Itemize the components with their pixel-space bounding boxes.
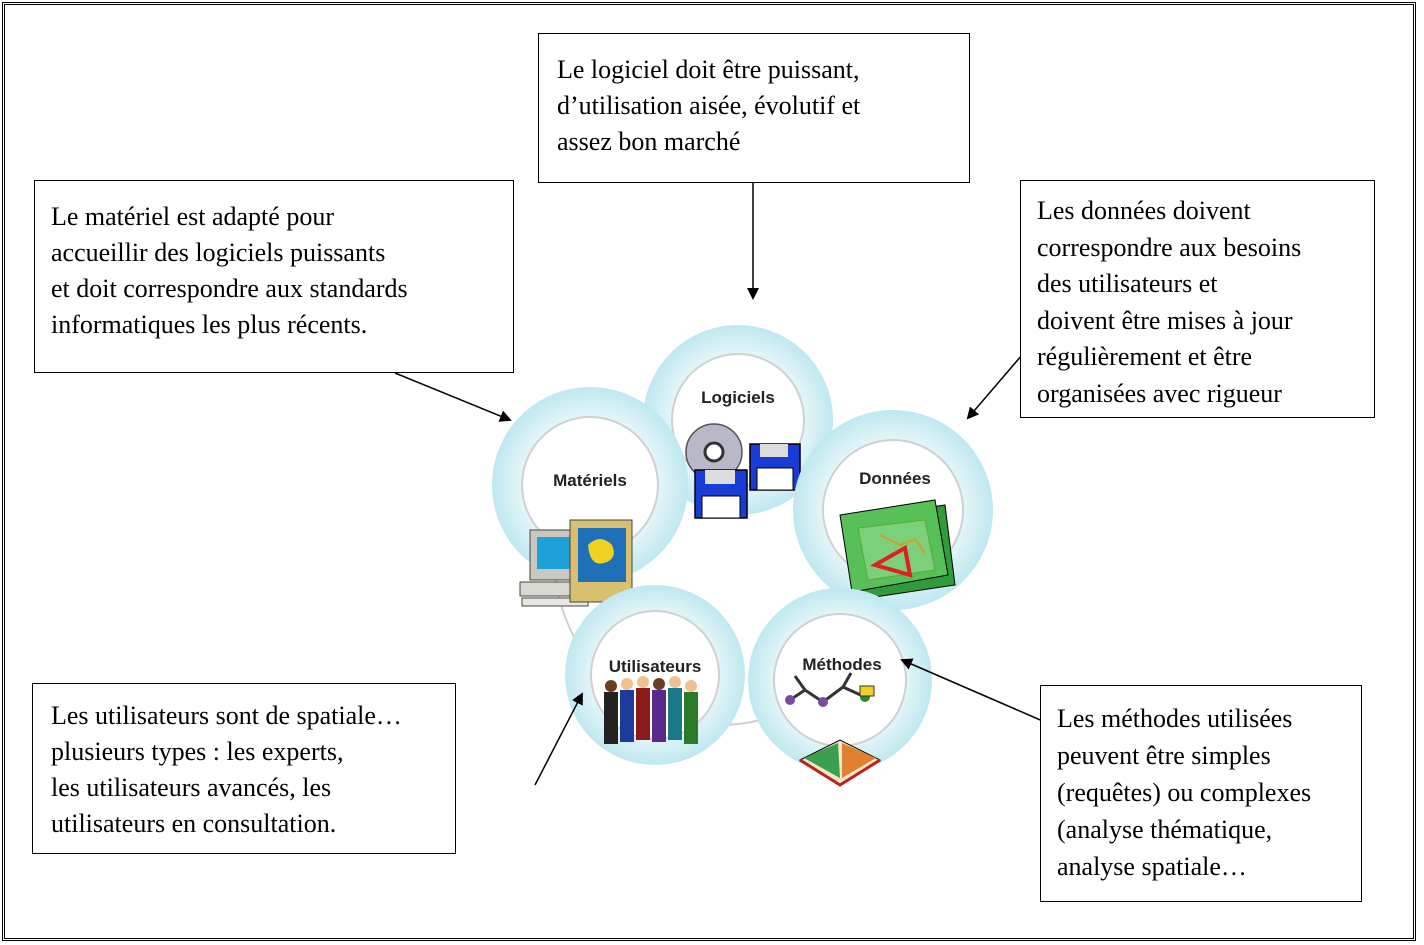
node-label-utilisateurs: Utilisateurs <box>609 657 702 676</box>
node-materiels: Matériels <box>492 387 688 607</box>
note-line: des utilisateurs et <box>1037 269 1218 298</box>
note-line: Les utilisateurs sont de spatiale… <box>51 701 402 730</box>
node-logiciels: Logiciels <box>643 325 833 519</box>
note-line: plusieurs types : les experts, <box>51 737 344 766</box>
note-line: régulièrement et être <box>1037 342 1253 371</box>
map-stack-icon <box>839 499 956 601</box>
note-line: (requêtes) ou complexes <box>1057 778 1312 807</box>
arrow-utilisateurs <box>534 692 583 786</box>
computer-icon <box>519 519 633 607</box>
note-line: assez bon marché <box>557 127 741 156</box>
arrow-materiels <box>394 372 512 422</box>
note-line: d’utilisation aisée, évolutif et <box>557 91 861 120</box>
book-network-icon <box>785 672 882 787</box>
note-line: correspondre aux besoins <box>1037 232 1302 262</box>
node-methodes: Méthodes <box>748 588 932 787</box>
node-label-methodes: Méthodes <box>802 655 881 674</box>
node-utilisateurs: Utilisateurs <box>565 585 745 765</box>
note-materiels: Le matériel est adapté pour accueillir d… <box>34 180 514 373</box>
arrow-donnees <box>966 354 1023 420</box>
note-line: utilisateurs en consultation. <box>51 809 337 838</box>
note-methodes: Les méthodes utilisées peuvent être simp… <box>1040 685 1362 902</box>
note-line: Le matériel est adapté pour <box>51 202 334 231</box>
note-utilisateurs: Les utilisateurs sont de spatiale… plusi… <box>32 683 456 854</box>
note-line: (analyse thématique, <box>1057 815 1273 844</box>
note-line: analyse spatiale… <box>1057 852 1247 881</box>
cd-disk-icon <box>685 423 801 519</box>
note-line: et doit correspondre aux standards <box>51 274 408 303</box>
node-label-logiciels: Logiciels <box>701 388 775 407</box>
note-line: peuvent être simples <box>1057 741 1271 770</box>
note-line: Le logiciel doit être puissant, <box>557 55 860 84</box>
note-line: les utilisateurs avancés, les <box>51 773 332 802</box>
note-line: informatiques les plus récents. <box>51 310 368 339</box>
note-logiciels: Le logiciel doit être puissant, d’utilis… <box>538 33 970 183</box>
note-line: organisées avec rigueur <box>1037 378 1282 408</box>
note-line: Les données doivent <box>1037 196 1251 225</box>
note-line: accueillir des logiciels puissants <box>51 238 386 267</box>
note-donnees: Les données doivent correspondre aux bes… <box>1020 180 1375 418</box>
node-label-donnees: Données <box>859 469 931 488</box>
note-line: doivent être mises à jour <box>1037 305 1293 335</box>
node-label-materiels: Matériels <box>553 471 627 490</box>
note-line: Les méthodes utilisées <box>1057 704 1293 733</box>
node-donnees: Données <box>793 410 993 610</box>
people-icon <box>604 676 698 744</box>
